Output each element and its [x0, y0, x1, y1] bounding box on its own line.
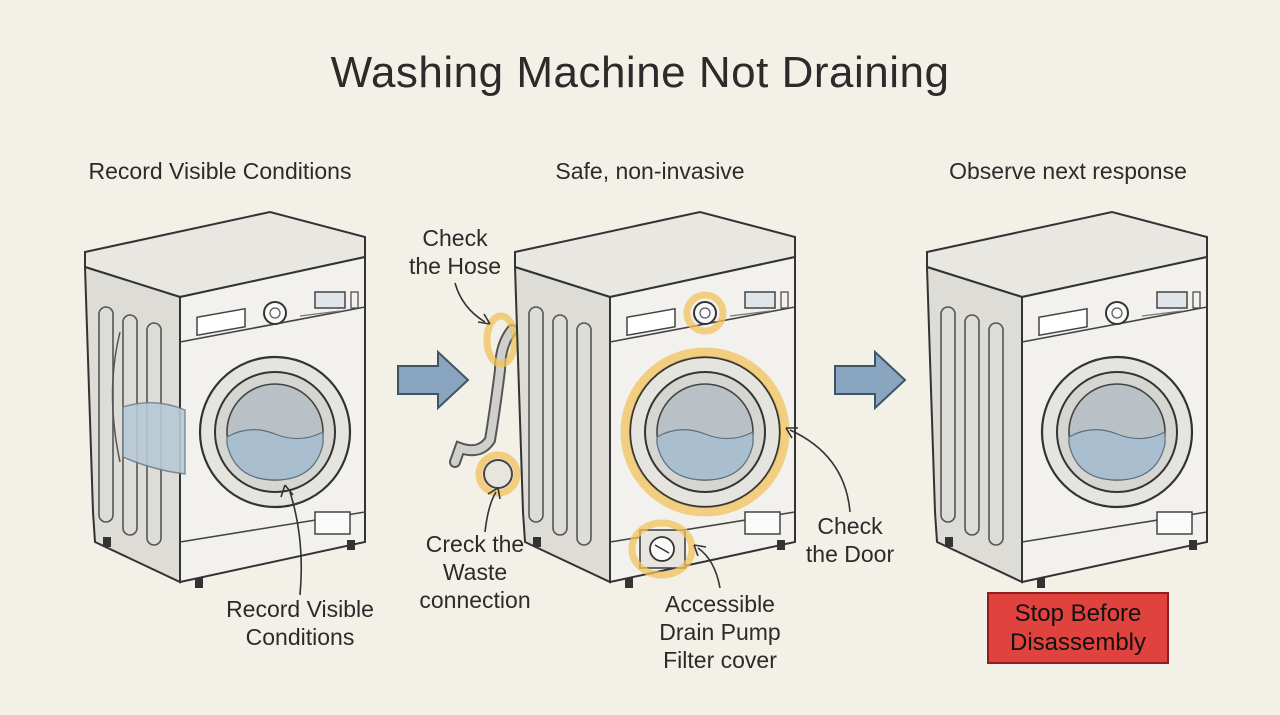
drain-hose-illustration — [449, 312, 521, 497]
callout-drain-pump-filter: Accessible Drain Pump Filter cover — [659, 591, 781, 673]
panel-2-heading: Safe, non-invasive — [555, 158, 745, 184]
washer-1-illustration — [83, 210, 367, 590]
washer-3-illustration — [925, 210, 1209, 590]
arrow-right-icon — [834, 351, 906, 409]
stop-before-disassembly-badge: Stop Before Disassembly — [987, 592, 1169, 664]
panel-1-heading: Record Visible Conditions — [88, 158, 352, 184]
washer-2-illustration — [513, 210, 797, 590]
callout-waste-connection: Creck the Waste connection — [419, 531, 531, 613]
callout-check-hose: Check the Hose — [408, 225, 502, 279]
callout-leader-lines — [280, 282, 851, 596]
arrow-right-icon — [397, 351, 469, 409]
page-title: Washing Machine Not Draining — [330, 48, 950, 97]
callout-record-conditions: Record Visible Conditions — [226, 596, 374, 650]
callout-check-door: Check the Door — [805, 513, 895, 567]
panel-3-heading: Observe next response — [949, 158, 1187, 184]
